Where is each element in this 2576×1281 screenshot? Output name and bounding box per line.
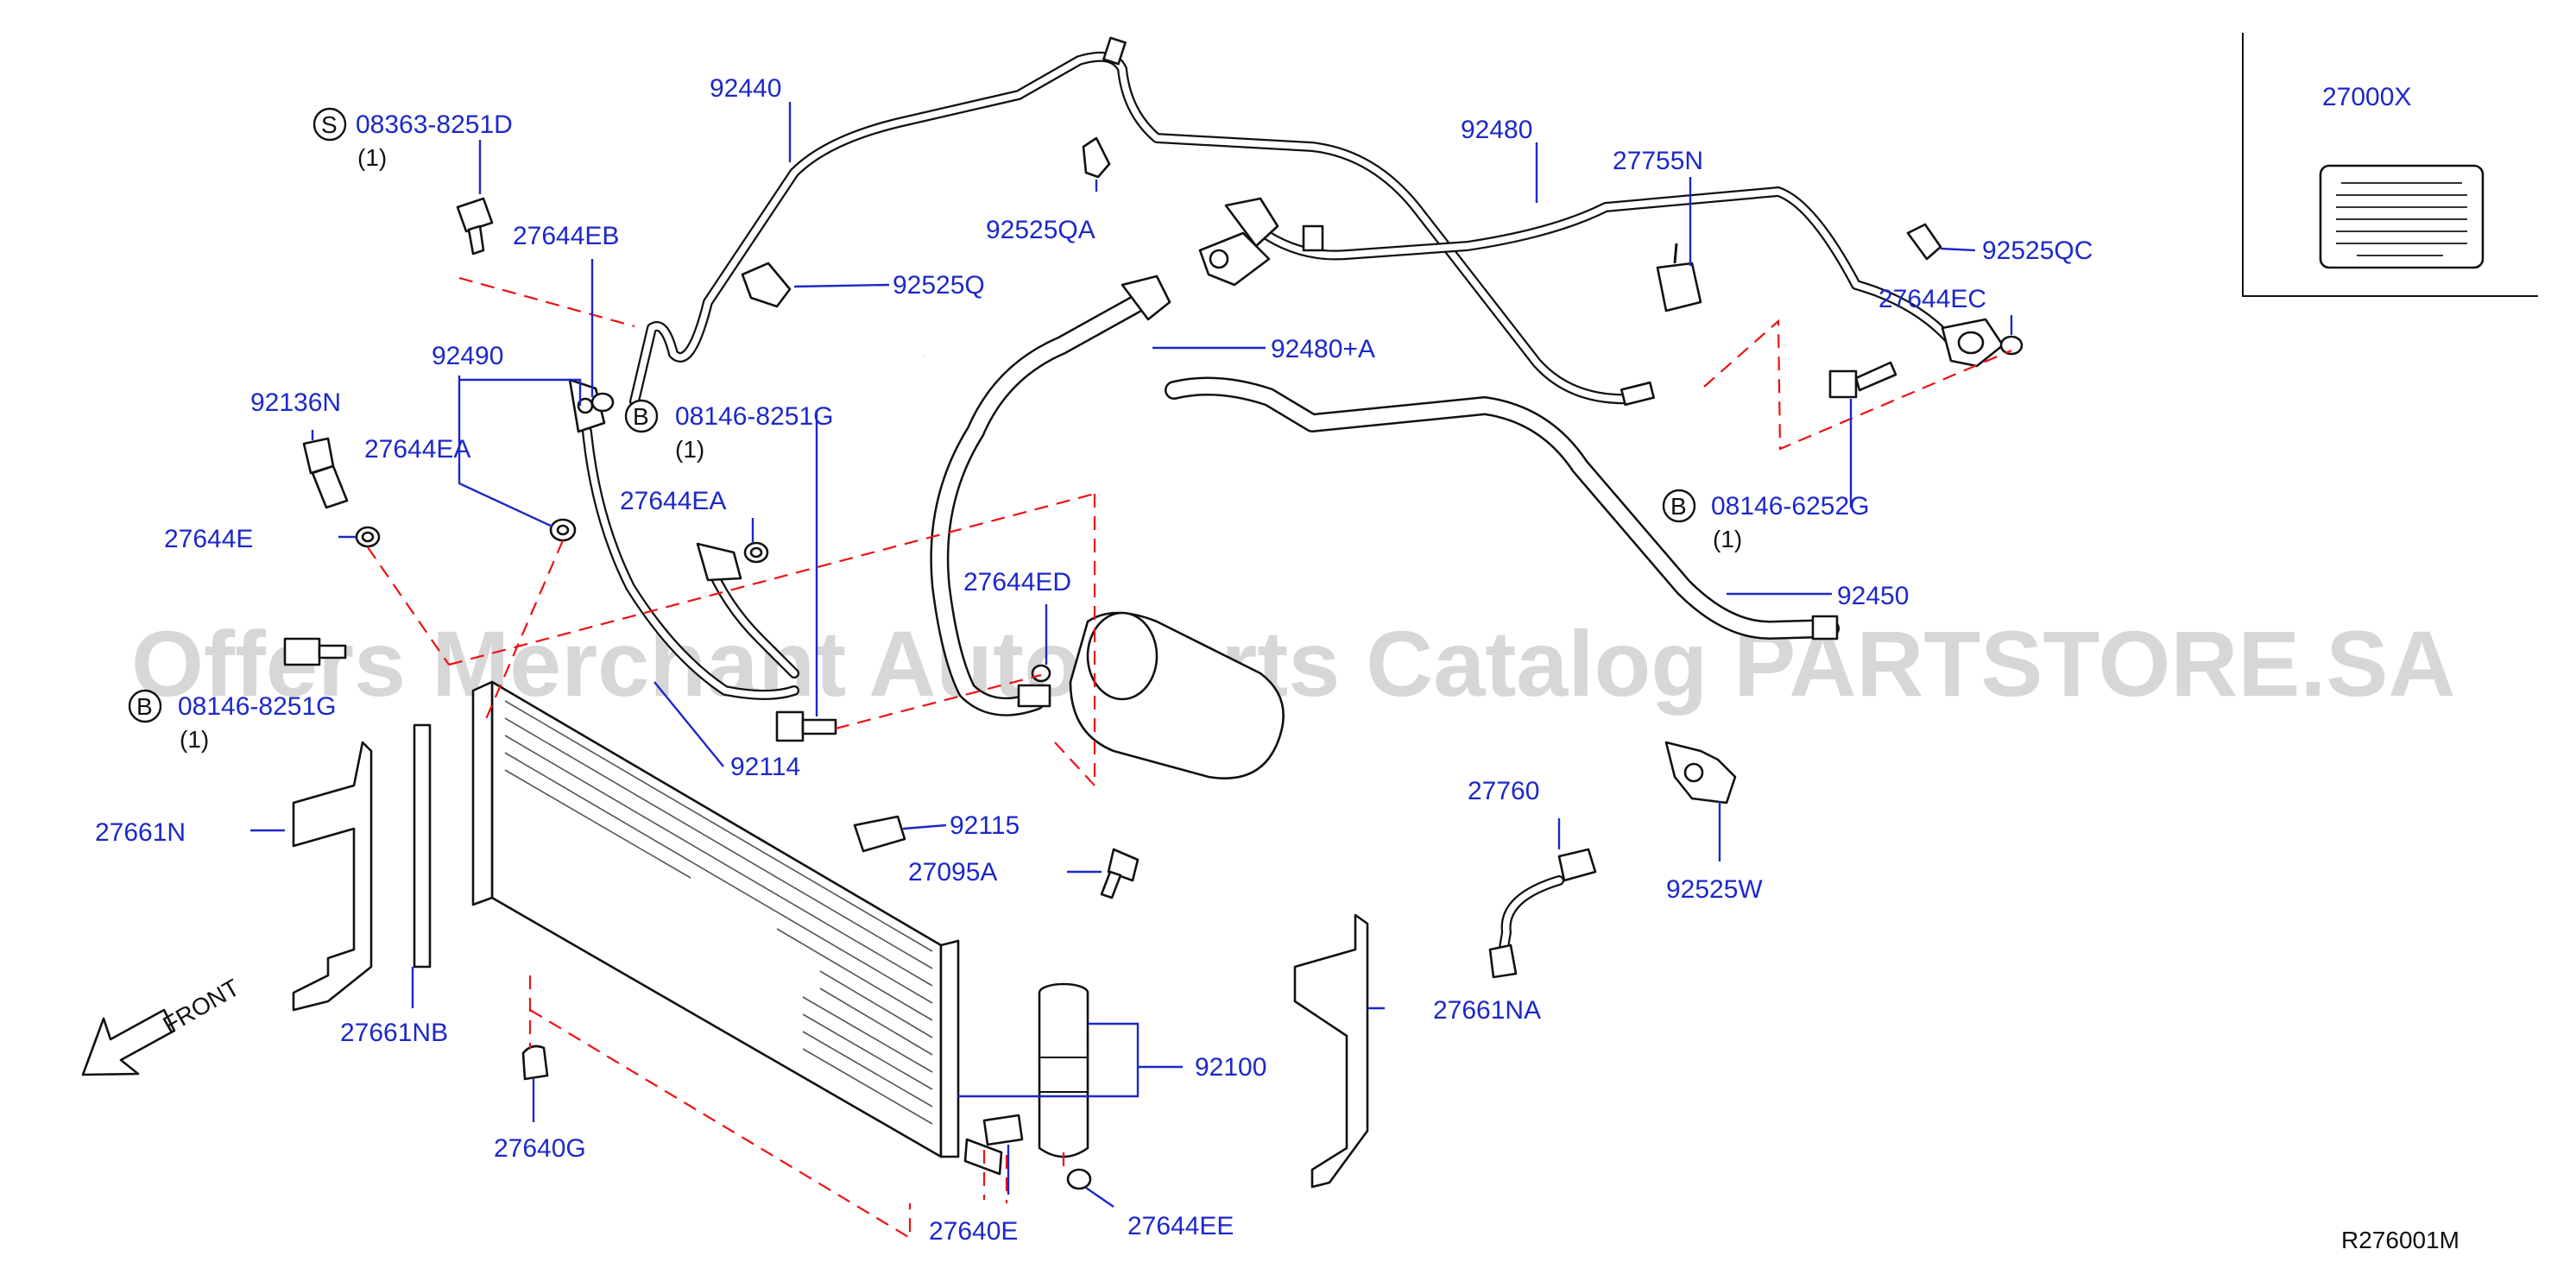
- clip-92525q[interactable]: [741, 262, 792, 308]
- label-92115[interactable]: 92115: [950, 811, 1020, 840]
- o-ring-27644ea-left[interactable]: [549, 518, 577, 542]
- qty-08146-c: (1): [1713, 526, 1742, 552]
- qty-08363: (1): [357, 144, 387, 171]
- label-27644ed[interactable]: 27644ED: [963, 568, 1071, 596]
- label-27644ea-right[interactable]: 27644EA: [620, 487, 726, 515]
- prefix-circle-b2: B: [1662, 489, 1696, 523]
- label-92490[interactable]: 92490: [432, 342, 503, 370]
- label-box-frame: [2242, 33, 2538, 297]
- o-ring-27644ec[interactable]: [1999, 335, 2024, 356]
- prefix-circle-b1: B: [624, 399, 659, 433]
- label-27644ec[interactable]: 27644EC: [1878, 285, 1986, 313]
- label-92480[interactable]: 92480: [1461, 116, 1532, 144]
- label-27760[interactable]: 27760: [1468, 777, 1539, 805]
- label-92114[interactable]: 92114: [730, 753, 800, 781]
- o-ring-27644ed[interactable]: [1031, 664, 1051, 683]
- label-92525w[interactable]: 92525W: [1666, 875, 1763, 904]
- seal-27661nb[interactable]: [413, 723, 432, 969]
- o-ring-27644ee[interactable]: [1066, 1168, 1092, 1190]
- label-27640e[interactable]: 27640E: [929, 1217, 1018, 1246]
- clip-92525w[interactable]: [1664, 741, 1737, 805]
- label-27755n[interactable]: 27755N: [1613, 147, 1703, 175]
- receiver-drier-92100[interactable]: [1038, 982, 1089, 1158]
- bolt-08146-8251g-left[interactable]: [283, 637, 347, 666]
- condenser-core-92110[interactable]: [471, 680, 960, 1158]
- pipe-92490[interactable]: [568, 378, 799, 700]
- label-92450[interactable]: 92450: [1837, 582, 1909, 610]
- label-27000x[interactable]: 27000X: [2322, 83, 2411, 111]
- label-08146-8251g-b[interactable]: 08146-8251G: [178, 692, 337, 721]
- diagram-code: R276001M: [2341, 1227, 2459, 1253]
- prefix-circle-b3: B: [128, 689, 162, 723]
- label-27661nb[interactable]: 27661NB: [340, 1019, 448, 1047]
- label-92525qa[interactable]: 92525QA: [986, 216, 1095, 244]
- label-08146-8251g-a[interactable]: 08146-8251G: [675, 402, 834, 431]
- pipe-92480[interactable]: [1198, 186, 2005, 368]
- assembly-dashed-lines: [367, 276, 2012, 1240]
- air-guide-27661na[interactable]: [1293, 913, 1369, 1189]
- svg-text:B: B: [633, 403, 649, 430]
- label-92100[interactable]: 92100: [1195, 1053, 1266, 1082]
- hose-92480-a[interactable]: [930, 274, 1171, 716]
- pressure-sensor-92136n[interactable]: [302, 437, 349, 509]
- front-arrow-icon: [81, 1008, 176, 1076]
- label-92136n[interactable]: 92136N: [250, 388, 341, 417]
- label-27640g[interactable]: 27640G: [494, 1134, 586, 1163]
- label-92440[interactable]: 92440: [710, 74, 781, 103]
- label-27644eb[interactable]: 27644EB: [513, 222, 619, 250]
- bolt-27095a[interactable]: [1100, 848, 1140, 899]
- label-27644ea-left[interactable]: 27644EA: [364, 435, 470, 464]
- caution-label-part-27000x[interactable]: [2319, 164, 2484, 269]
- label-leader-lines: [250, 102, 2013, 1208]
- svg-text:B: B: [136, 693, 153, 720]
- label-27661n[interactable]: 27661N: [95, 818, 186, 847]
- pipe-92440[interactable]: [629, 36, 1655, 407]
- bolt-08363-8251d[interactable]: [456, 197, 494, 256]
- clamp-27755n[interactable]: [1656, 243, 1702, 312]
- bracket-92115[interactable]: [853, 815, 906, 853]
- clip-92525qc[interactable]: [1906, 223, 1942, 261]
- bolt-08146-8251g-compressor[interactable]: [775, 710, 837, 742]
- bolt-08146-6252g[interactable]: [1828, 361, 1897, 399]
- label-27644ee[interactable]: 27644EE: [1127, 1212, 1234, 1240]
- part-labels: 92440 92480 27755N 27000X 08363-8251D (1…: [95, 74, 2411, 1246]
- svg-text:B: B: [1670, 493, 1687, 520]
- clip-92525qa[interactable]: [1082, 136, 1111, 179]
- mount-rubber-27640g[interactable]: [521, 1044, 549, 1081]
- harness-27760[interactable]: [1488, 848, 1597, 979]
- qty-08146-a: (1): [675, 436, 704, 463]
- mount-bracket-27640e[interactable]: [963, 1114, 1024, 1176]
- label-08363-8251d[interactable]: 08363-8251D: [356, 110, 513, 139]
- label-27644e[interactable]: 27644E: [164, 525, 253, 553]
- label-27095a[interactable]: 27095A: [908, 858, 997, 887]
- label-27661na[interactable]: 27661NA: [1433, 996, 1541, 1025]
- front-label: FRONT: [159, 974, 244, 1038]
- label-92525qc[interactable]: 92525QC: [1982, 237, 2093, 265]
- o-ring-27644ea-right[interactable]: [743, 541, 769, 564]
- pipe-92114[interactable]: [696, 542, 799, 678]
- svg-text:S: S: [321, 111, 338, 138]
- prefix-circle-s: S: [313, 107, 347, 142]
- air-guide-27661n[interactable]: [292, 741, 373, 1012]
- compressor-outline: [1069, 611, 1285, 779]
- label-08146-6252g[interactable]: 08146-6252G: [1711, 492, 1870, 521]
- o-ring-27644e[interactable]: [355, 526, 381, 548]
- qty-08146-b: (1): [180, 726, 209, 753]
- o-ring-27644eb[interactable]: [590, 392, 615, 413]
- label-92480-a[interactable]: 92480+A: [1271, 335, 1375, 363]
- label-92525q[interactable]: 92525Q: [893, 271, 985, 300]
- hose-92450[interactable]: [1165, 376, 1840, 640]
